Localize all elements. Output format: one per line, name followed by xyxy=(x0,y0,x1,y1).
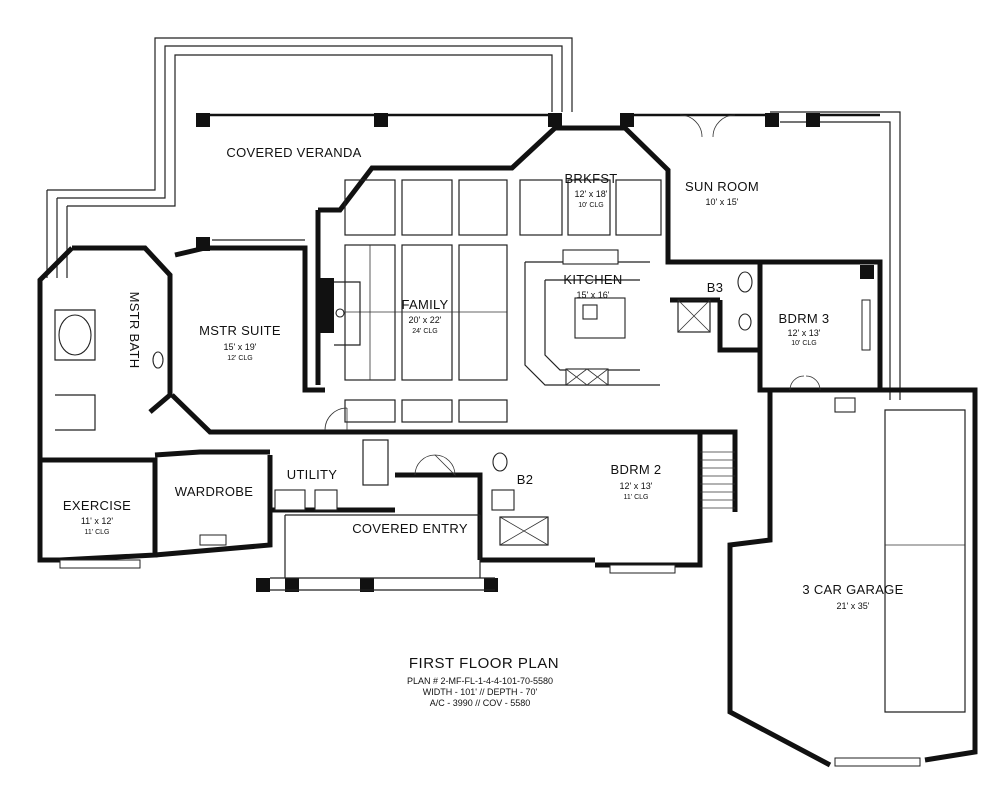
room-clg-family: 24' CLG xyxy=(412,328,437,335)
room-label-mstr-bath: MSTR BATH xyxy=(127,292,142,369)
room-label-sunroom: SUN ROOM xyxy=(685,179,759,194)
room-label-kitchen: KITCHEN xyxy=(563,272,622,287)
room-dim-mstr-suite: 15' x 19' xyxy=(224,342,257,352)
room-clg-exercise: 11' CLG xyxy=(85,529,110,536)
room-label-utility: UTILITY xyxy=(287,467,338,482)
plan-title: FIRST FLOOR PLAN xyxy=(409,655,559,672)
posts xyxy=(196,113,874,592)
room-label-family: FAMILY xyxy=(401,297,448,312)
room-dim-garage: 21' x 35' xyxy=(837,601,870,611)
room-label-mstr-suite: MSTR SUITE xyxy=(199,323,281,338)
room-label-exercise: EXERCISE xyxy=(63,498,131,513)
room-label-b3: B3 xyxy=(707,280,724,295)
room-clg-mstr-suite: 12' CLG xyxy=(227,355,252,362)
room-label-veranda: COVERED VERANDA xyxy=(226,145,361,160)
title-block: FIRST FLOOR PLAN PLAN # 2-MF-FL-1-4-4-10… xyxy=(407,655,559,708)
room-label-bdrm2: BDRM 2 xyxy=(611,462,662,477)
veranda-roof-outline xyxy=(46,37,901,400)
exterior-walls xyxy=(37,113,978,768)
room-clg-bdrm3: 10' CLG xyxy=(791,340,816,347)
room-dim-kitchen: 15' x 16' xyxy=(577,290,610,300)
room-labels: COVERED VERANDA BRKFST 12' x 18' 10' CLG… xyxy=(63,145,903,611)
room-clg-bdrm2: 11' CLG xyxy=(624,494,649,501)
plan-number: PLAN # 2-MF-FL-1-4-4-101-70-5580 xyxy=(407,676,553,686)
room-dim-brkfst: 12' x 18' xyxy=(575,189,608,199)
room-dim-bdrm2: 12' x 13' xyxy=(620,481,653,491)
room-label-covered-entry: COVERED ENTRY xyxy=(352,521,468,536)
room-label-b2: B2 xyxy=(517,472,534,487)
room-dim-family: 20' x 22' xyxy=(409,315,442,325)
plan-area: A/C - 3990 // COV - 5580 xyxy=(430,698,531,708)
room-label-bdrm3: BDRM 3 xyxy=(779,311,830,326)
plan-dimensions: WIDTH - 101' // DEPTH - 70' xyxy=(423,687,538,697)
room-label-wardrobe: WARDROBE xyxy=(175,484,254,499)
interior-details xyxy=(54,114,966,767)
room-label-garage: 3 CAR GARAGE xyxy=(802,582,903,597)
room-dim-exercise: 11' x 12' xyxy=(81,516,114,526)
room-dim-bdrm3: 12' x 13' xyxy=(788,328,821,338)
room-clg-brkfst: 10' CLG xyxy=(578,202,603,209)
room-dim-sunroom: 10' x 15' xyxy=(706,197,739,207)
room-label-brkfst: BRKFST xyxy=(564,171,617,186)
